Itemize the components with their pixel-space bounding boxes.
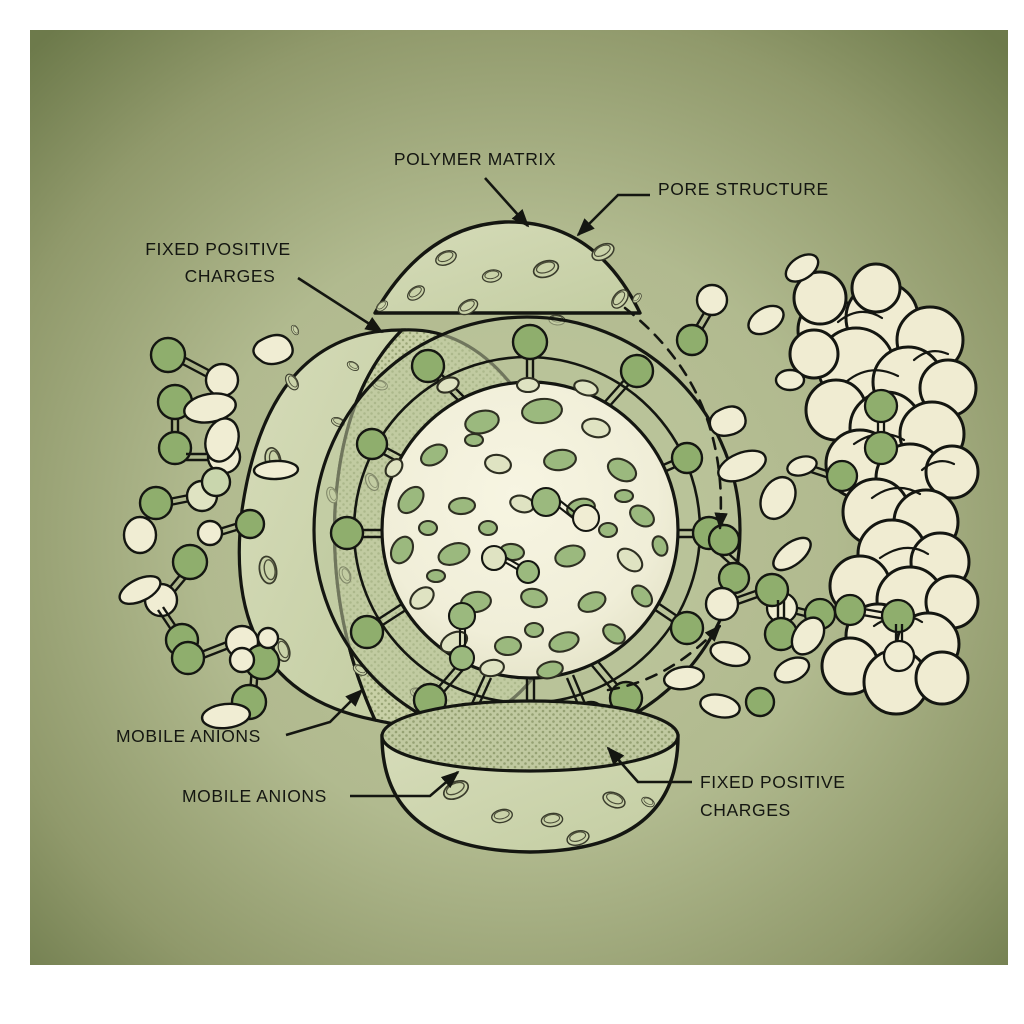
label-pore-structure: PORE STRUCTURE [658,179,829,199]
leader-mobile-anions-bottom [350,770,460,798]
diagram-svg: POLYMER MATRIX PORE STRUCTURE FIXED POSI… [30,30,1008,965]
ion-pair [704,572,799,652]
label-fixed-positive-bottom-line1: FIXED POSITIVE [700,772,846,792]
ion-pair [196,508,266,547]
free-anions-right [675,283,799,718]
leader-mobile-anions-left [285,688,364,737]
top-dome-cap [373,220,644,327]
leader-fixed-positive-top [297,276,384,334]
label-mobile-anions-bottom: MOBILE ANIONS [182,786,327,806]
illustration-area: POLYMER MATRIX PORE STRUCTURE FIXED POSI… [30,30,1008,965]
bottom-bowl [380,699,680,854]
label-leaders [285,177,692,798]
outward-flow-arrow [623,306,728,530]
dome-body [373,220,642,315]
leader-fixed-positive-bottom [606,746,692,784]
ion-pair [138,466,232,521]
label-fixed-positive-top-line2: CHARGES [185,266,276,286]
bowl-inner-face [380,699,680,773]
label-mobile-anions-left: MOBILE ANIONS [116,726,261,746]
ion-pair [707,523,751,595]
cloud-bound-ions [765,388,916,673]
flow-arrows [606,306,728,692]
label-fixed-positive-top-line1: FIXED POSITIVE [145,239,291,259]
leader-pore-structure [576,193,650,237]
ion-pair [675,283,729,357]
core-internal-ions [447,486,601,672]
label-fixed-positive-bottom-line2: CHARGES [700,800,791,820]
inward-flow-arrow [606,624,722,692]
porous-core-sphere [380,376,680,680]
label-polymer-matrix: POLYMER MATRIX [394,149,556,169]
free-blobs-right [662,253,826,719]
leader-polymer-matrix [484,177,530,228]
labels: POLYMER MATRIX PORE STRUCTURE FIXED POSI… [116,149,846,820]
free-blobs-left [118,333,300,730]
